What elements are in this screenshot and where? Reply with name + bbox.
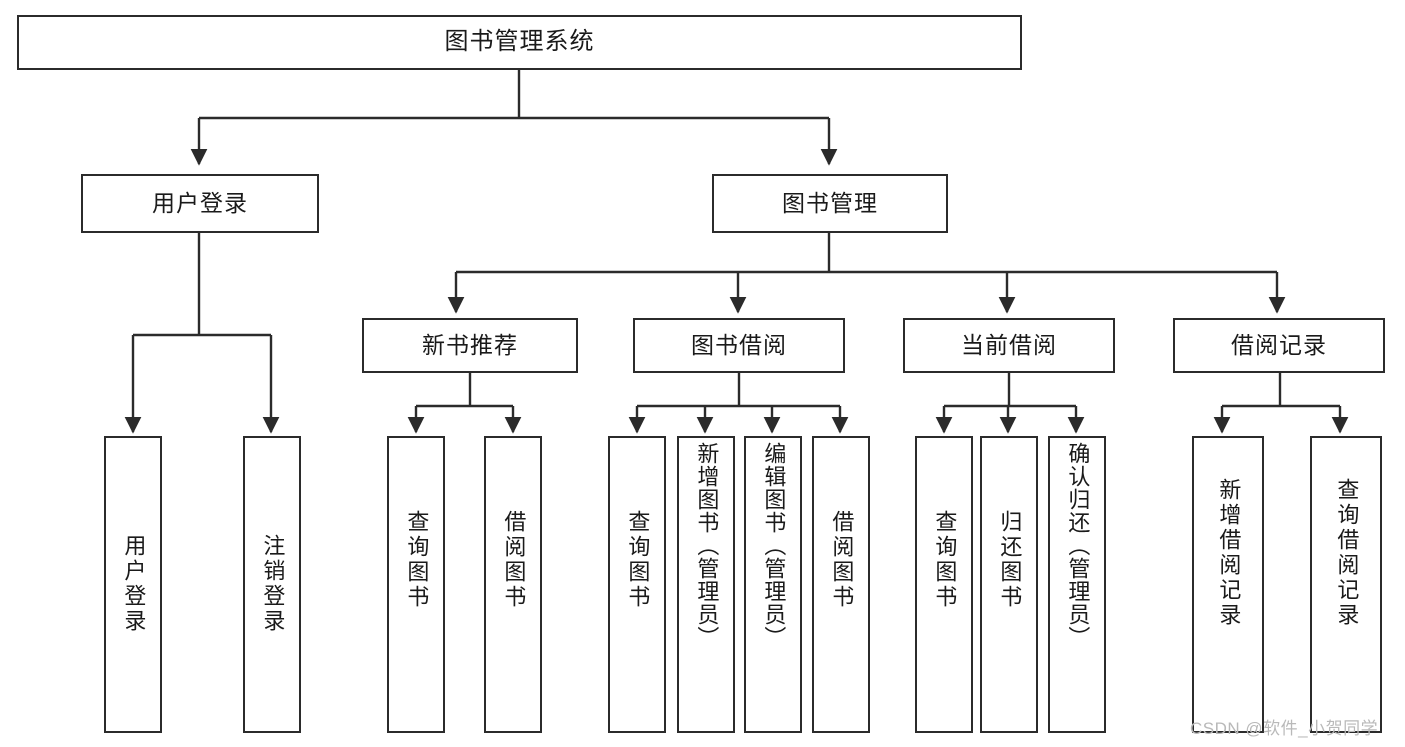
node-user-login[interactable]: 用户登录 bbox=[81, 174, 319, 233]
node-current-borrow[interactable]: 当前借阅 bbox=[903, 318, 1115, 373]
node-new-book-recommend[interactable]: 新书推荐 bbox=[362, 318, 578, 373]
watermark-csdn: CSDN @软件_小贺同学 bbox=[1190, 719, 1379, 738]
leaf-user-login[interactable]: 用户登录 bbox=[104, 436, 162, 733]
leaf-current-confirm-return-admin[interactable]: 确认归还（管理员） bbox=[1048, 436, 1106, 733]
leaf-recommend-borrow-book[interactable]: 借阅图书 bbox=[484, 436, 542, 733]
node-book-borrow[interactable]: 图书借阅 bbox=[633, 318, 845, 373]
node-root-system[interactable]: 图书管理系统 bbox=[17, 15, 1022, 70]
leaf-current-query-book[interactable]: 查询图书 bbox=[915, 436, 973, 733]
node-borrow-record[interactable]: 借阅记录 bbox=[1173, 318, 1385, 373]
leaf-borrow-add-book-admin[interactable]: 新增图书（管理员） bbox=[677, 436, 735, 733]
leaf-borrow-edit-book-admin[interactable]: 编辑图书（管理员） bbox=[744, 436, 802, 733]
leaf-recommend-query-book[interactable]: 查询图书 bbox=[387, 436, 445, 733]
leaf-record-add-borrow-record[interactable]: 新增借阅记录 bbox=[1192, 436, 1264, 733]
leaf-borrow-borrow-book[interactable]: 借阅图书 bbox=[812, 436, 870, 733]
leaf-borrow-query-book[interactable]: 查询图书 bbox=[608, 436, 666, 733]
node-book-management[interactable]: 图书管理 bbox=[712, 174, 948, 233]
leaf-logout-login[interactable]: 注销登录 bbox=[243, 436, 301, 733]
leaf-current-return-book[interactable]: 归还图书 bbox=[980, 436, 1038, 733]
leaf-record-query-borrow-record[interactable]: 查询借阅记录 bbox=[1310, 436, 1382, 733]
